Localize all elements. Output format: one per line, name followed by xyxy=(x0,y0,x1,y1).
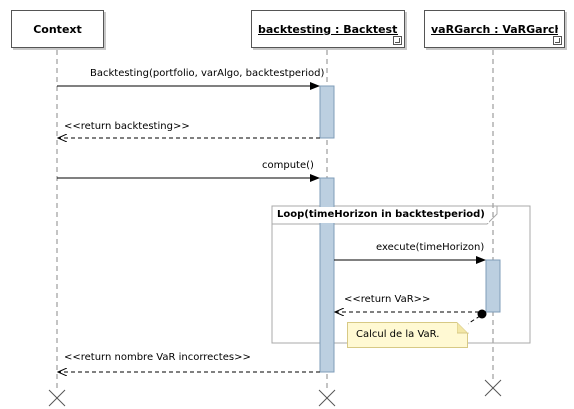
lifeline-vargarch[interactable]: vaRGarch : VaRGarch xyxy=(424,10,565,48)
message-label-return-nombre-var: <<return nombre VaR incorrectes>> xyxy=(64,352,251,363)
loop-frame-tag-border xyxy=(272,206,498,225)
note-box[interactable]: Calcul de la VaR. xyxy=(347,322,468,348)
lifeline-context[interactable]: Context xyxy=(11,10,104,48)
activation-backtesting-1 xyxy=(319,85,335,139)
lifeline-backtesting-label: backtesting : Backtesting xyxy=(258,22,398,36)
lifeline-context-label: Context xyxy=(33,22,82,36)
destroy-mark-vargarch xyxy=(484,379,502,397)
destroy-mark-context xyxy=(48,389,66,407)
message-label-create-backtesting: Backtesting(portfolio, varAlgo, backtest… xyxy=(90,68,325,79)
lifeline-vargarch-label: vaRGarch : VaRGarch xyxy=(431,22,558,36)
activation-backtesting-2 xyxy=(319,177,335,373)
lifeline-backtesting[interactable]: backtesting : Backtesting xyxy=(251,10,405,48)
expand-icon[interactable] xyxy=(393,36,402,45)
message-label-return-backtesting: <<return backtesting>> xyxy=(64,121,190,132)
message-label-return-var: <<return VaR>> xyxy=(344,294,431,305)
message-label-compute: compute() xyxy=(262,160,314,171)
loop-frame-label: Loop(timeHorizon in backtestperiod) xyxy=(273,207,489,223)
note-fold-icon xyxy=(457,322,469,334)
destroy-mark-backtesting xyxy=(318,389,336,407)
message-label-execute: execute(timeHorizon) xyxy=(376,242,485,253)
note-text: Calcul de la VaR. xyxy=(356,329,440,340)
activation-vargarch xyxy=(485,259,501,313)
expand-icon[interactable] xyxy=(553,36,562,45)
